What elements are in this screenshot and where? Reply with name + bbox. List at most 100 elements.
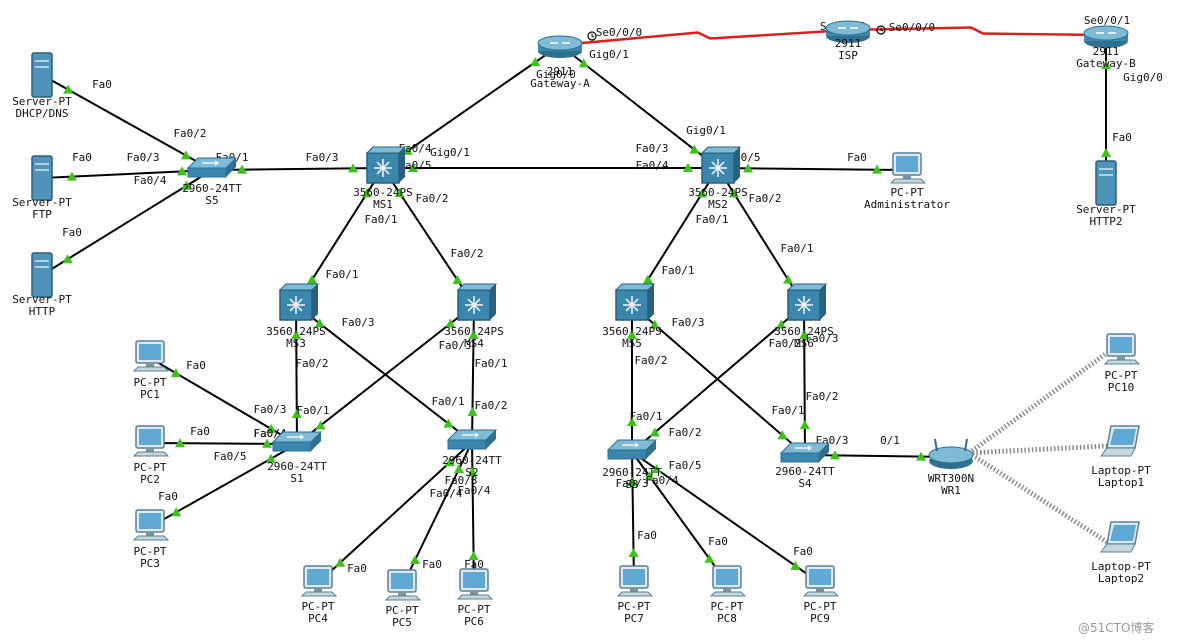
serial-cable[interactable]	[559, 28, 849, 47]
server-icon[interactable]	[31, 252, 53, 298]
ethernet-cable[interactable]	[41, 169, 213, 179]
ethernet-cable[interactable]	[471, 441, 475, 587]
router-icon[interactable]	[1083, 25, 1129, 48]
link-wr1-pc10[interactable]	[967, 350, 1109, 456]
pc-icon[interactable]	[384, 569, 422, 601]
pc-icon[interactable]	[709, 565, 747, 597]
pc-icon[interactable]	[802, 565, 840, 597]
pc-icon[interactable]	[1103, 333, 1141, 365]
ethernet-cable[interactable]	[471, 304, 475, 443]
pc-icon[interactable]	[300, 565, 338, 597]
l2switch-icon[interactable]	[779, 442, 831, 463]
serial-cable[interactable]	[847, 26, 1107, 37]
ethernet-cable[interactable]	[296, 304, 475, 445]
pc-icon[interactable]	[616, 565, 654, 597]
link-wr1-laptop1[interactable]	[968, 443, 1108, 456]
l2switch-icon[interactable]	[446, 429, 498, 450]
ethernet-cable[interactable]	[295, 304, 473, 443]
ethernet-cable[interactable]	[803, 304, 806, 456]
ethernet-cable[interactable]	[631, 451, 635, 584]
server-icon[interactable]	[31, 155, 53, 201]
wireless-icon[interactable]	[928, 438, 974, 469]
ethernet-cable[interactable]	[804, 454, 952, 458]
ethernet-cable[interactable]	[631, 304, 805, 453]
link-wr1-laptop2[interactable]	[967, 450, 1109, 545]
ethernet-cable[interactable]	[631, 451, 821, 584]
pc-icon[interactable]	[889, 152, 927, 184]
l3switch-icon[interactable]	[365, 146, 407, 184]
l3switch-icon[interactable]	[786, 283, 828, 321]
router-icon[interactable]	[537, 35, 583, 58]
laptop-icon[interactable]	[1100, 425, 1140, 457]
l3switch-icon[interactable]	[456, 283, 498, 321]
pc-icon[interactable]	[456, 568, 494, 600]
l3switch-icon[interactable]	[700, 146, 742, 184]
pc-icon[interactable]	[132, 425, 170, 457]
l2switch-icon[interactable]	[606, 439, 658, 460]
ethernet-cable[interactable]	[211, 167, 384, 171]
laptop-icon[interactable]	[1100, 521, 1140, 553]
pc-icon[interactable]	[132, 340, 170, 372]
ethernet-cable[interactable]	[631, 304, 806, 456]
ethernet-cable[interactable]	[382, 44, 561, 169]
l2switch-icon[interactable]	[271, 431, 323, 452]
server-icon[interactable]	[1095, 160, 1117, 206]
ethernet-cable[interactable]	[295, 304, 298, 445]
l2switch-icon[interactable]	[186, 157, 238, 178]
